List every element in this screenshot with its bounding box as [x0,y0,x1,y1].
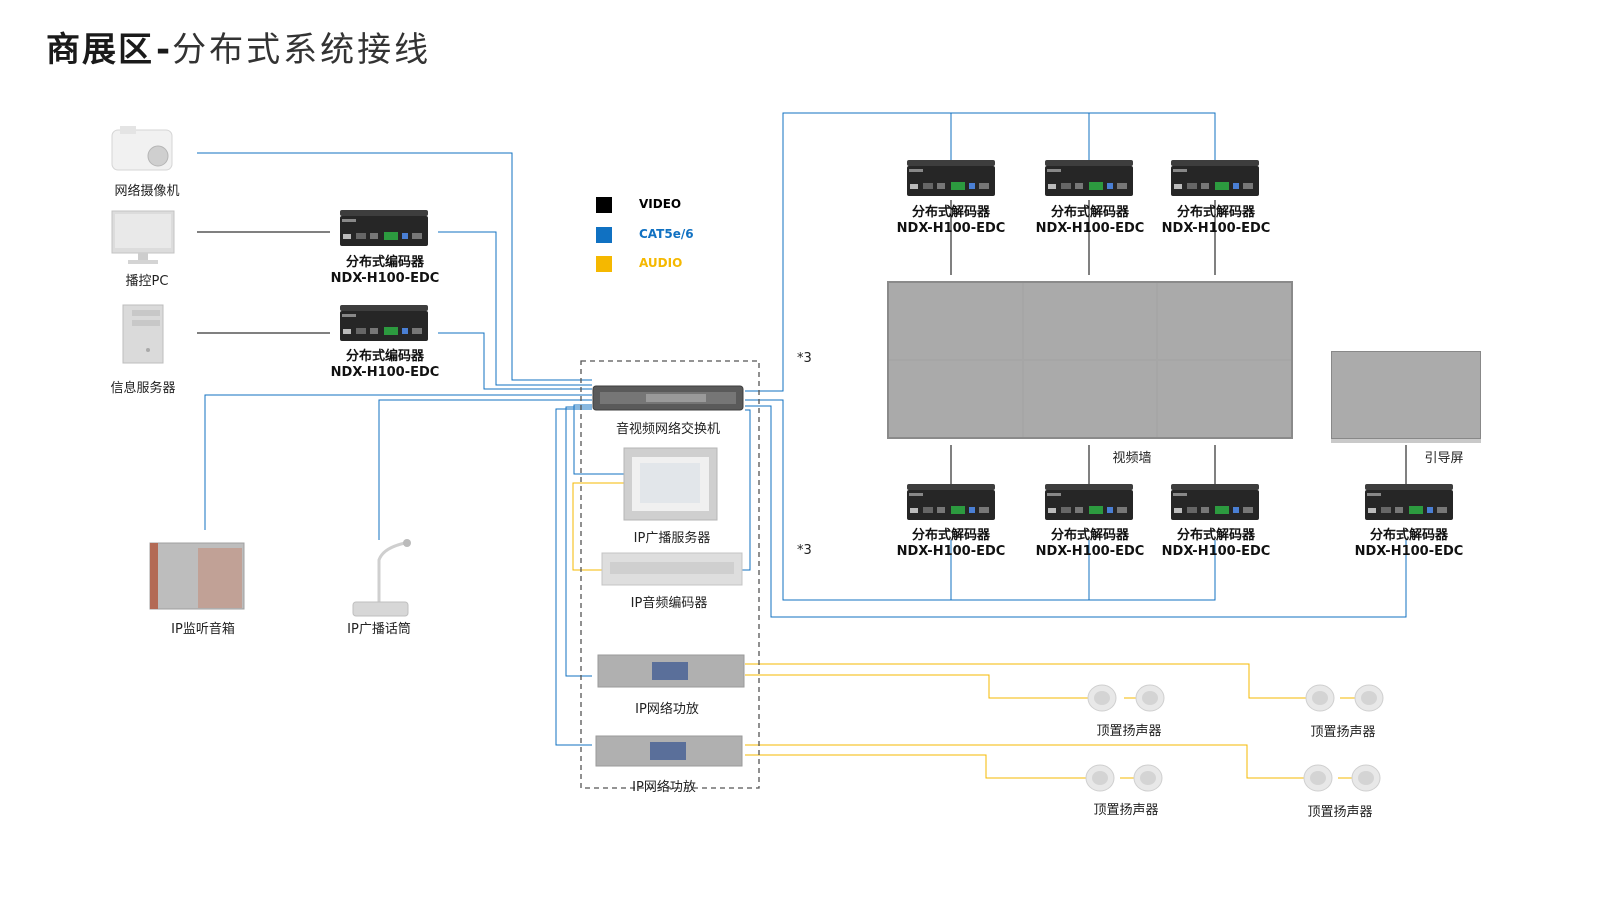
decoder-bottom-3-label: 分布式解码器 NDX-H100-EDC [1162,528,1271,560]
ceiling-speaker-label-2: 顶置扬声器 [1310,725,1376,740]
encoder-1-model: NDX-H100-EDC [330,271,440,286]
decoder-top-1-model: NDX-H100-EDC [896,221,1006,236]
network-switch-icon [592,385,744,411]
multiplier-top: *3 [797,351,812,366]
encoder-1-name: 分布式编码器 [345,255,424,270]
page-title: 商展区-分布式系统接线 [46,22,431,71]
decoder-bottom-2-name: 分布式解码器 [1050,528,1129,543]
ceiling-speaker-label-1: 顶置扬声器 [1096,724,1162,739]
legend-video-swatch [596,197,612,213]
legend-cat: CAT5e/6 [639,227,694,241]
decoder-bottom-1-model: NDX-H100-EDC [896,544,1006,559]
audio-encoder-icon [601,552,743,586]
decoder-top-1-name: 分布式解码器 [911,205,990,220]
ceiling-speaker-label-3: 顶置扬声器 [1093,803,1159,818]
legend-cat-swatch [596,227,612,243]
decoder-bottom-3-model: NDX-H100-EDC [1161,544,1271,559]
mic-label: IP广播话筒 [347,622,411,637]
broadcast-server-icon [623,447,718,521]
video-wall-label: 视频墙 [1112,451,1152,466]
decoder-top-3-model: NDX-H100-EDC [1161,221,1271,236]
decoder-bottom-2-model: NDX-H100-EDC [1035,544,1145,559]
decoder-top-2-model: NDX-H100-EDC [1035,221,1145,236]
wall-panel [1023,361,1157,437]
legend-video: VIDEO [639,197,682,211]
amp-1-label: IP网络功放 [635,702,699,717]
guide-screen [1331,351,1481,443]
camera-label: 网络摄像机 [114,184,180,199]
network-amp-icon-1 [597,654,745,688]
mic-icon [352,539,411,617]
video-wall [887,281,1293,439]
decoder-top-2-name: 分布式解码器 [1050,205,1129,220]
wall-panel [1158,283,1291,359]
decoder-top-2-label: 分布式解码器 NDX-H100-EDC [1036,205,1145,237]
decoder-bottom-2-label: 分布式解码器 NDX-H100-EDC [1036,528,1145,560]
pc-monitor-icon [111,210,175,264]
decoder-top-1-label: 分布式解码器 NDX-H100-EDC [897,205,1006,237]
switch-label: 音视频网络交换机 [615,422,721,437]
monitor-speaker-label: IP监听音箱 [171,622,235,637]
title-separator: - [156,30,171,70]
wall-panel [1158,361,1291,437]
encoder-2-name: 分布式编码器 [345,349,424,364]
decoder-top-3-name: 分布式解码器 [1176,205,1255,220]
wall-panel [1023,283,1157,359]
monitor-speaker-icon [149,542,245,610]
decoder-bottom-3-name: 分布式解码器 [1176,528,1255,543]
audio-encoder-label: IP音频编码器 [630,596,708,611]
guide-screen-label: 引导屏 [1424,451,1464,466]
network-amp-icon-2 [595,735,743,767]
encoder-2-model: NDX-H100-EDC [330,365,440,380]
server-label: 信息服务器 [110,381,176,396]
legend-audio-swatch [596,256,612,272]
decoder-bottom-4-name: 分布式解码器 [1369,528,1448,543]
ceiling-speaker-label-4: 顶置扬声器 [1307,805,1373,820]
pc-label: 播控PC [125,274,169,289]
amp-2-label: IP网络功放 [632,780,696,795]
decoder-bottom-1-label: 分布式解码器 NDX-H100-EDC [897,528,1006,560]
server-tower-icon [122,304,164,364]
wall-panel [889,361,1022,437]
encoder-2-label: 分布式编码器 NDX-H100-EDC [331,349,440,381]
decoder-top-3-label: 分布式解码器 NDX-H100-EDC [1162,205,1271,237]
encoder-1-label: 分布式编码器 NDX-H100-EDC [331,255,440,287]
decoder-bottom-4-model: NDX-H100-EDC [1354,544,1464,559]
broadcast-server-label: IP广播服务器 [633,531,711,546]
decoder-bottom-1-name: 分布式解码器 [911,528,990,543]
title-bold: 商展区 [46,30,154,70]
multiplier-bottom: *3 [797,543,812,558]
decoder-bottom-4-label: 分布式解码器 NDX-H100-EDC [1355,528,1464,560]
wall-panel [889,283,1022,359]
legend-audio: AUDIO [639,256,683,270]
camera-icon [111,126,173,171]
title-sub: 分布式系统接线 [172,30,432,70]
